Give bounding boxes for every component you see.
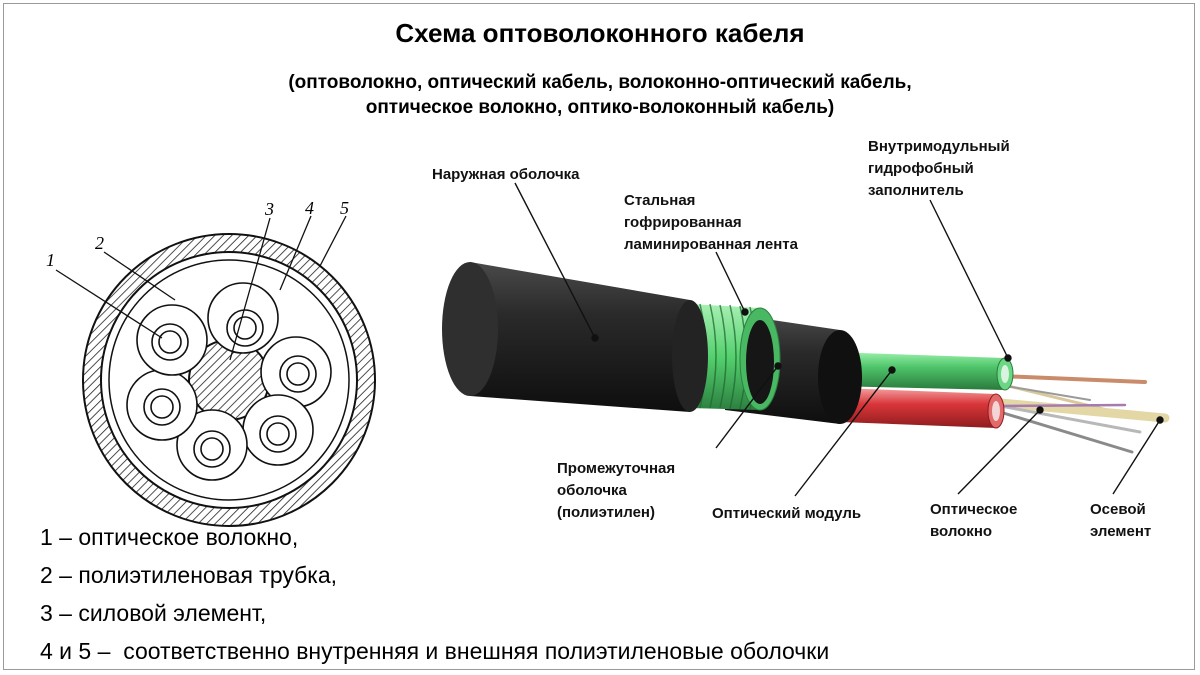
callout-steel-tape-line-2: гофрированная: [624, 214, 742, 231]
optical-module-red: [840, 388, 1002, 428]
legend-item: 4 и 5 – соответственно внутренняя и внеш…: [40, 632, 829, 670]
tube: [136, 304, 208, 376]
legend-text: силовой элемент,: [78, 600, 267, 626]
legend-number: 1 –: [40, 524, 72, 550]
callout-intermediate-sheath-line-2: оболочка: [557, 482, 627, 499]
legend-item: 3 – силовой элемент,: [40, 594, 829, 632]
legend-number: 4 и 5 –: [40, 638, 111, 664]
callout-steel-tape: Стальная гофрированная ламинированная ле…: [624, 190, 798, 256]
cross-section-leaders: [55, 215, 347, 361]
legend-item: 1 – оптическое волокно,: [40, 518, 829, 556]
legend-number: 2 –: [40, 562, 72, 588]
subtitle-line-2: оптическое волокно, оптико-волоконный ка…: [365, 97, 835, 118]
page-title: Схема оптоволоконного кабеля: [395, 18, 805, 48]
callout-filler-line-3: заполнитель: [868, 182, 964, 199]
tube: [260, 336, 332, 408]
cable-leaders: [514, 182, 1164, 497]
cross-section-num-1: 1: [46, 250, 55, 270]
callout-steel-tape-line-3: ламинированная лента: [624, 236, 798, 253]
callout-filler-line-1: Внутримодульный: [868, 138, 1010, 155]
optical-module-green: [830, 352, 1011, 390]
legend-text: оптическое волокно,: [78, 524, 299, 550]
callout-intermediate-sheath-line-3: (полиэтилен): [557, 504, 655, 521]
cross-section-num-4: 4: [305, 198, 314, 218]
tube: [242, 394, 314, 466]
callout-axial-element: Осевой элемент: [1090, 499, 1151, 543]
callout-optical-fiber: Оптическое волокно: [930, 499, 1017, 543]
callout-optical-module: Оптический модуль: [712, 505, 862, 522]
callout-steel-tape-line-1: Стальная: [624, 192, 696, 209]
cross-section-num-2: 2: [95, 233, 104, 253]
outer-sheath: [451, 262, 690, 412]
tube: [176, 409, 248, 481]
callout-outer-sheath: Наружная оболочка: [432, 166, 580, 183]
callout-intermediate-sheath-line-1: Промежуточная: [557, 460, 676, 477]
cross-section-num-3: 3: [264, 199, 274, 219]
legend-number: 3 –: [40, 600, 72, 626]
subtitle-line-1: (оптоволокно, оптический кабель, волокон…: [288, 72, 912, 93]
fibers: [985, 374, 1170, 454]
callout-optical-fiber-line-1: Оптическое: [930, 501, 1018, 518]
cable-illustration: [442, 182, 1170, 497]
legend-text: соответственно внутренняя и внешняя поли…: [123, 638, 830, 664]
polyethylene-tubes: [126, 282, 332, 481]
cross-section-num-5: 5: [340, 198, 349, 218]
callout-axial-element-line-2: элемент: [1090, 523, 1152, 540]
tube: [207, 282, 279, 354]
legend-item: 2 – полиэтиленовая трубка,: [40, 556, 829, 594]
legend: 1 – оптическое волокно, 2 – полиэтиленов…: [40, 518, 829, 670]
callout-filler: Внутримодульный гидрофобный заполнитель: [868, 136, 1010, 202]
callout-axial-element-line-1: Осевой: [1090, 501, 1146, 518]
subtitle: (оптоволокно, оптический кабель, волокон…: [0, 70, 1200, 120]
callout-filler-line-2: гидрофобный: [868, 160, 974, 177]
callout-intermediate-sheath: Промежуточная оболочка (полиэтилен): [557, 458, 675, 524]
callout-optical-fiber-line-2: волокно: [930, 523, 993, 540]
tube: [126, 369, 198, 441]
cross-section-diagram: 1 2 3 4 5: [46, 198, 376, 527]
legend-text: полиэтиленовая трубка,: [78, 562, 338, 588]
image-frame: [3, 3, 1195, 670]
